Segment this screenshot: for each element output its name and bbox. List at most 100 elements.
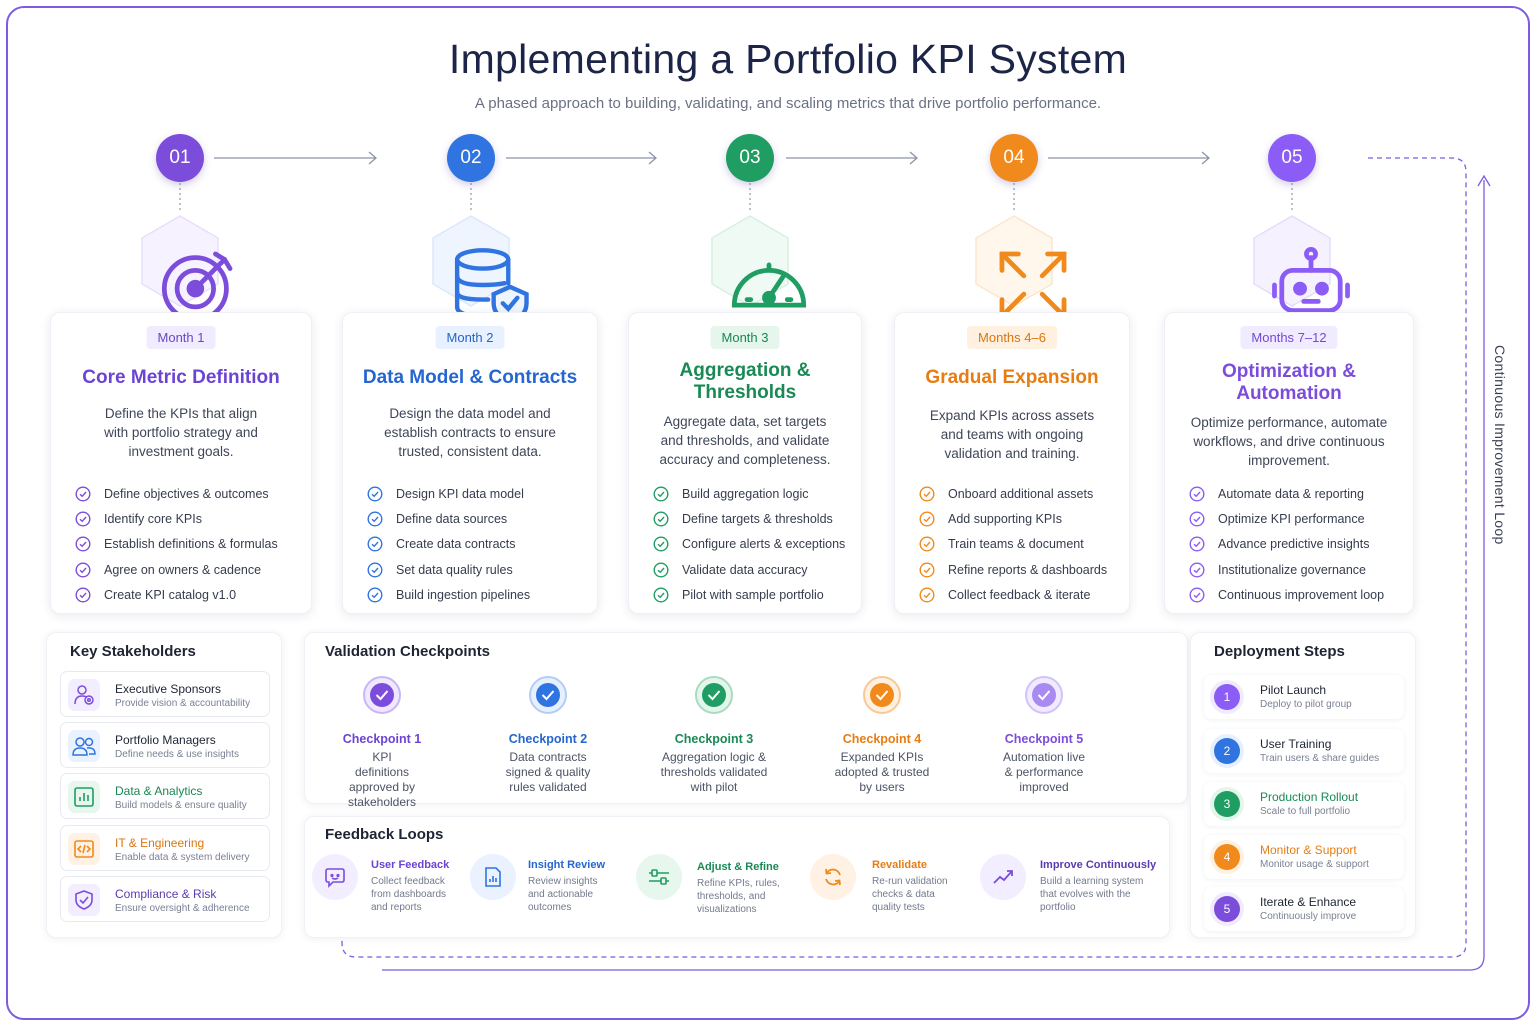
- feedback-user-feedback: User Feedback Collect feedback from dash…: [312, 852, 472, 922]
- gauge-icon: [731, 262, 807, 308]
- phase-1-hexagon: [138, 214, 233, 323]
- checklist-item: Refine reports & dashboards: [919, 557, 1119, 582]
- check-circle-icon: [653, 486, 669, 502]
- checklist-text: Identify core KPIs: [104, 512, 202, 527]
- stakeholder-role: Build models & ensure quality: [115, 800, 247, 811]
- phase-2-description: Design the data model and establish cont…: [384, 406, 556, 459]
- phase-4-checklist: Onboard additional assets Add supporting…: [919, 481, 1119, 608]
- stakeholder-role: Ensure oversight & adherence: [115, 903, 250, 914]
- checkpoints-panel: [304, 632, 1188, 804]
- check-circle-icon: [75, 536, 91, 552]
- feedback-title: Feedback Loops: [325, 826, 444, 843]
- phase-4-card: Months 4–6 Gradual Expansion Expand KPIs…: [894, 312, 1130, 614]
- checklist-item: Create data contracts: [367, 532, 587, 557]
- checklist-text: Design KPI data model: [396, 486, 524, 501]
- check-circle-icon: [367, 486, 383, 502]
- phase-3-number: 03: [726, 134, 774, 182]
- check-circle-icon: [919, 486, 935, 502]
- deployment-step-1: 1 Pilot Launch Deploy to pilot group: [1204, 675, 1404, 719]
- checklist-text: Define objectives & outcomes: [104, 486, 269, 501]
- check-badge-icon: [363, 676, 401, 714]
- checkpoint-description: Automation live & performance improved: [1002, 750, 1086, 794]
- feedback-step-title: Improve Continuously: [1040, 859, 1157, 871]
- step-name: Iterate & Enhance: [1260, 895, 1357, 909]
- check-circle-icon: [1189, 536, 1205, 552]
- checkpoint-title: Checkpoint 3: [674, 732, 754, 746]
- check-circle-icon: [653, 511, 669, 527]
- phase-2-number: 02: [447, 134, 495, 182]
- checklist-item: Automate data & reporting: [1189, 481, 1403, 506]
- checkpoint-title: Checkpoint 4: [842, 732, 922, 746]
- phase-5-number: 05: [1268, 134, 1316, 182]
- checklist-text: Create data contracts: [396, 537, 516, 552]
- page-title: Implementing a Portfolio KPI System: [448, 36, 1128, 82]
- step-name: User Training: [1260, 737, 1332, 751]
- checklist-text: Set data quality rules: [396, 562, 513, 577]
- stakeholder-role: Enable data & system delivery: [115, 852, 250, 863]
- check-circle-icon: [367, 511, 383, 527]
- checklist-text: Collect feedback & iterate: [948, 588, 1091, 603]
- checklist-item: Design KPI data model: [367, 481, 587, 506]
- check-circle-icon: [1189, 562, 1205, 578]
- checklist-item: Set data quality rules: [367, 557, 587, 582]
- checklist-item: Add supporting KPIs: [919, 506, 1119, 531]
- feedback-step-title: User Feedback: [371, 859, 450, 871]
- code-window-icon: [68, 833, 100, 865]
- phase-4-number: 04: [990, 134, 1038, 182]
- phase-2-checklist: Design KPI data model Define data source…: [367, 481, 587, 608]
- feedback-step-description: Build a learning system that evolves wit…: [1040, 876, 1144, 913]
- step-description: Continuously improve: [1260, 911, 1357, 922]
- trend-up-icon: [980, 854, 1026, 900]
- checklist-text: Validate data accuracy: [682, 562, 808, 577]
- check-badge-icon: [529, 676, 567, 714]
- check-circle-icon: [653, 587, 669, 603]
- checklist-item: Institutionalize governance: [1189, 557, 1403, 582]
- shield-check-icon: [68, 884, 100, 916]
- checkpoint-4: Checkpoint 4 Expanded KPIs adopted & tru…: [812, 676, 952, 795]
- check-badge-icon: [695, 676, 733, 714]
- chat-bubble-icon: [312, 854, 358, 900]
- phase-4-badge: Months 4–6: [967, 326, 1057, 349]
- check-circle-icon: [75, 511, 91, 527]
- phase-1-description: Define the KPIs that align with portfoli…: [104, 406, 258, 459]
- step-description: Monitor usage & support: [1260, 859, 1369, 870]
- checkpoint-5: Checkpoint 5 Automation live & performan…: [974, 676, 1114, 795]
- stakeholder-role: Define needs & use insights: [115, 749, 239, 760]
- stakeholder-portfolio-managers: Portfolio Managers Define needs & use in…: [60, 722, 270, 768]
- checklist-text: Continuous improvement loop: [1218, 588, 1385, 603]
- user-badge-icon: [68, 679, 100, 711]
- checklist-text: Define targets & thresholds: [682, 512, 833, 527]
- refresh-icon: [810, 854, 856, 900]
- sliders-icon: [636, 854, 682, 900]
- continuous-improvement-label: Continuous Improvement Loop: [1492, 345, 1508, 545]
- check-circle-icon: [75, 562, 91, 578]
- stakeholder-name: Data & Analytics: [115, 784, 203, 798]
- stakeholder-name: Compliance & Risk: [115, 887, 217, 901]
- users-group-icon: [68, 730, 100, 762]
- checkpoints-title: Validation Checkpoints: [325, 643, 491, 660]
- phase-3-description: Aggregate data, set targets and threshol…: [659, 414, 831, 467]
- deployment-title: Deployment Steps: [1214, 643, 1345, 660]
- checklist-text: Build ingestion pipelines: [396, 588, 531, 603]
- phase-5-hexagon: [1250, 214, 1350, 313]
- deployment-step-2: 2 User Training Train users & share guid…: [1204, 729, 1404, 773]
- checklist-item: Create KPI catalog v1.0: [75, 583, 301, 608]
- stakeholder-executive-sponsors: Executive Sponsors Provide vision & acco…: [60, 671, 270, 717]
- stakeholder-name: Portfolio Managers: [115, 733, 216, 747]
- phase-5-card: Months 7–12 Optimization & Automation Op…: [1164, 312, 1414, 614]
- phase-2-badge: Month 2: [435, 326, 505, 349]
- checkpoint-2: Checkpoint 2 Data contracts signed & qua…: [478, 676, 618, 795]
- deployment-step-4: 4 Monitor & Support Monitor usage & supp…: [1204, 835, 1404, 879]
- check-circle-icon: [653, 562, 669, 578]
- checklist-text: Train teams & document: [948, 537, 1084, 552]
- stakeholders-title: Key Stakeholders: [70, 643, 196, 660]
- checkpoint-title: Checkpoint 5: [1004, 732, 1084, 746]
- step-name: Pilot Launch: [1260, 683, 1327, 697]
- phase-4-hexagon: [972, 214, 1067, 319]
- check-circle-icon: [919, 511, 935, 527]
- stakeholder-name: Executive Sponsors: [115, 682, 222, 696]
- checklist-item: Agree on owners & cadence: [75, 557, 301, 582]
- phase-1-title: Core Metric Definition: [82, 367, 280, 388]
- bar-chart-icon: [68, 781, 100, 813]
- step-number: 3: [1214, 791, 1240, 817]
